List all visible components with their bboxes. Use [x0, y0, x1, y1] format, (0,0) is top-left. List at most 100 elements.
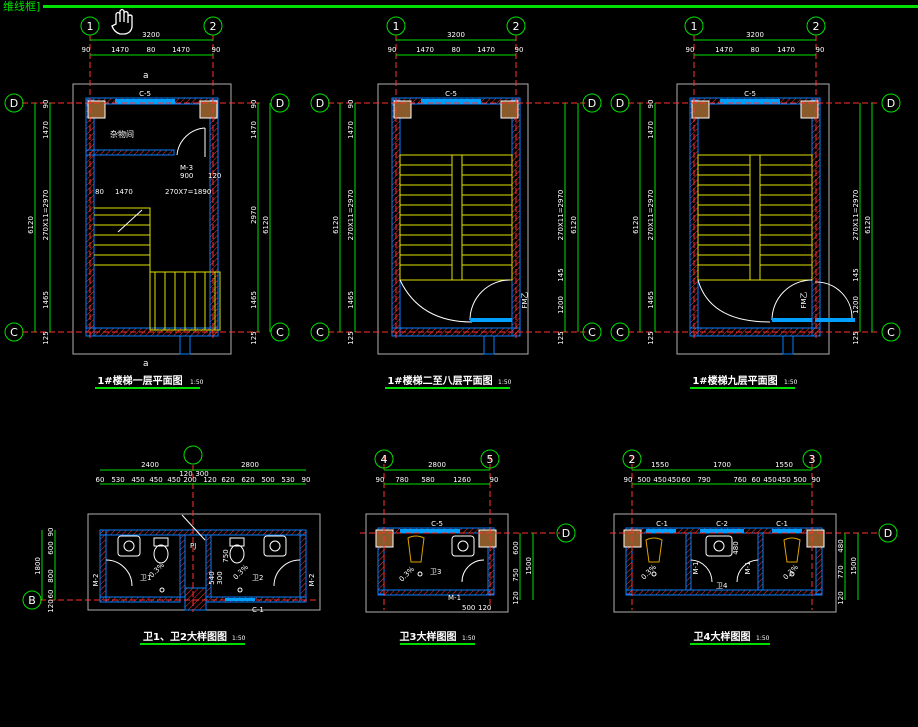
wall: [85, 149, 175, 156]
slope-label: 0.3%: [148, 561, 166, 579]
wall: [209, 99, 219, 337]
grid-bubble[interactable]: [310, 322, 330, 342]
grid-label: C: [588, 326, 596, 339]
door-swing: [771, 279, 813, 321]
grid-label: D: [316, 97, 324, 110]
pan-hand-icon[interactable]: [111, 8, 133, 35]
plan-toilet-3[interactable]: 4 5 D 2800 90 780 580 1260 90 C-5 卫3 M-1…: [360, 449, 576, 645]
dim-text: 600: [512, 541, 520, 554]
dim-text: 6120: [332, 216, 340, 234]
plan-toilet-1-2[interactable]: B 2400 120 300 2800 60 530 450 450 450 2…: [22, 445, 321, 645]
dim-text: 1465: [647, 291, 655, 309]
window: [225, 598, 255, 601]
grid-bubble[interactable]: [480, 449, 500, 469]
dim-text: 270X11=2970: [42, 190, 50, 241]
landing-arc: [399, 279, 473, 323]
plan-boundary: [377, 83, 529, 355]
urinal-icon: [783, 537, 801, 563]
grid-bubble[interactable]: [582, 322, 602, 342]
dim-text: 200: [183, 476, 196, 484]
step-notch: [179, 335, 191, 355]
fire-door: [772, 318, 812, 322]
dim-text: 90: [812, 476, 821, 484]
grid-bubble[interactable]: [881, 93, 901, 113]
dim-text: 2800: [241, 461, 259, 469]
window: [720, 99, 780, 104]
grid-label: C: [316, 326, 324, 339]
dim-text: 3200: [447, 31, 465, 39]
dim-text: 780: [395, 476, 408, 484]
window-label: C-5: [445, 90, 457, 98]
grid-label: 2: [513, 20, 520, 33]
grid-label: C: [10, 326, 18, 339]
dim-text: 600: [47, 541, 55, 554]
door-label: FM乙: [521, 291, 529, 308]
basin-icon: [705, 535, 733, 557]
room-label: 卫4: [716, 582, 728, 590]
column: [800, 100, 819, 119]
dim-text: 6120: [27, 216, 35, 234]
grid-bubble[interactable]: [4, 322, 24, 342]
dim-text: 90: [624, 476, 633, 484]
grid-bubble[interactable]: [881, 322, 901, 342]
grid-bubble[interactable]: [270, 322, 290, 342]
column: [806, 529, 825, 548]
dim-text: 90: [42, 100, 50, 109]
fire-door: [470, 318, 512, 322]
plan-1-stair-ground[interactable]: 1 2 D C D C 3200 90 1470 80 1470 90 a a …: [4, 16, 290, 389]
dim-text: 90: [647, 100, 655, 109]
grid-label: D: [887, 97, 895, 110]
viewport-label[interactable]: 维线框]: [0, 0, 44, 13]
plan-2-stair-2-8[interactable]: 1 2 D C D C 3200 90 1470 80 1470 90 C-5 …: [310, 16, 602, 389]
section-mark: a: [143, 359, 149, 369]
toilet-icon: [153, 537, 169, 547]
grid-bubble[interactable]: [806, 16, 826, 36]
grid-bubble[interactable]: [183, 445, 203, 465]
dim-text: 90: [250, 100, 258, 109]
dim-text: 790: [697, 476, 710, 484]
grid-bubble[interactable]: [684, 16, 704, 36]
grid-bubble[interactable]: [610, 322, 630, 342]
grid-bubble[interactable]: [270, 93, 290, 113]
grid-bubble[interactable]: [556, 523, 576, 543]
drawing-title: 卫1、卫2大样图图: [143, 630, 227, 643]
grid-bubble[interactable]: [802, 449, 822, 469]
dim-text: 450: [149, 476, 162, 484]
grid-label: 1: [393, 20, 400, 33]
dim-text: 480: [837, 539, 845, 552]
plan-3-stair-9[interactable]: 1 2 D C D C 3200 90 1470 80 1470 90 C-5 …: [610, 16, 901, 389]
grid-bubble[interactable]: [310, 93, 330, 113]
dim-text: 1470: [647, 121, 655, 139]
plan-toilet-4[interactable]: 2 3 D 1550 1700 1550 90 500 450 450 60 7…: [610, 449, 898, 645]
grid-bubble[interactable]: [22, 590, 42, 610]
grid-bubble[interactable]: [4, 93, 24, 113]
grid-bubble[interactable]: [506, 16, 526, 36]
grid-bubble[interactable]: [878, 523, 898, 543]
dim-text: 125: [347, 331, 355, 344]
dim-text: 60: [96, 476, 105, 484]
grid-bubble[interactable]: [203, 16, 223, 36]
shaft: [184, 587, 207, 611]
grid-bubble[interactable]: [80, 16, 100, 36]
dim-text: 1550: [651, 461, 669, 469]
dim-text: 90: [686, 46, 695, 54]
grid-bubble[interactable]: [374, 449, 394, 469]
grid-bubble[interactable]: [386, 16, 406, 36]
grid-bubble[interactable]: [610, 93, 630, 113]
door-swing: [469, 279, 511, 321]
title-bar: 维线框]: [0, 0, 918, 14]
door-swing: [814, 281, 853, 319]
dim-text: 120: [837, 591, 845, 604]
dim-text: 125: [557, 331, 565, 344]
grid-bubble[interactable]: [582, 93, 602, 113]
dim-text: 1470: [477, 46, 495, 54]
wall: [625, 589, 823, 596]
dim-text: 90: [376, 476, 385, 484]
drawing-title: 卫3大样图图: [400, 630, 457, 643]
step-notch: [483, 335, 495, 355]
door-label: M-1: [744, 561, 752, 574]
dim-text: 1260: [453, 476, 471, 484]
room-label: 卫3: [430, 568, 441, 576]
grid-bubble[interactable]: [622, 449, 642, 469]
